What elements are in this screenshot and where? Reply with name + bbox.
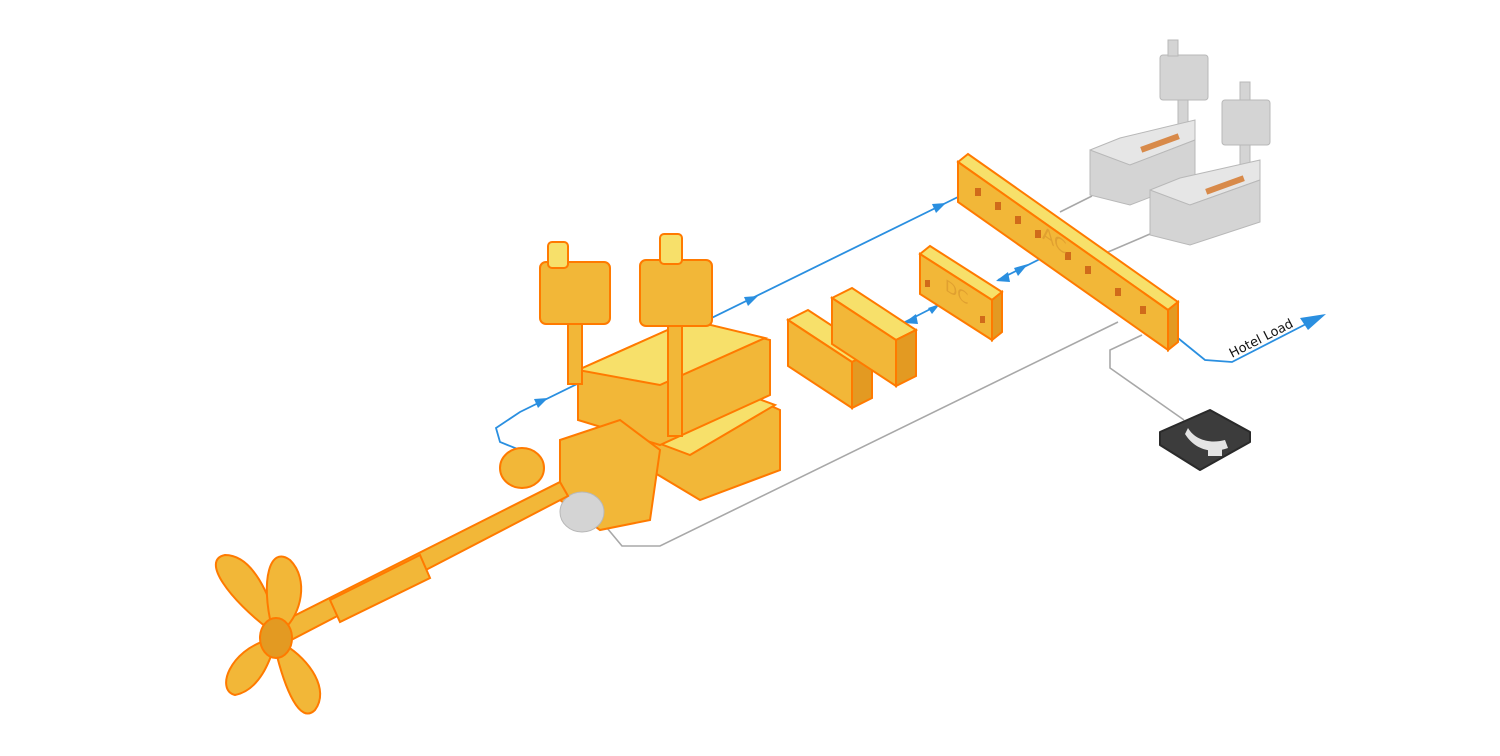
shore-power-plug-icon[interactable]	[1159, 409, 1251, 471]
battery-rack-2	[829, 286, 919, 388]
power-line-hotel-load	[1167, 321, 1311, 363]
arrow-icon	[904, 314, 918, 324]
arrow-icon	[1300, 314, 1326, 330]
arrow-icon	[996, 272, 1010, 282]
arrow-icon	[744, 296, 758, 306]
hotel-load-label: Hotel Load	[1227, 317, 1296, 362]
wires	[601, 195, 1185, 547]
wire-ac-to-shaft-generator	[601, 321, 1119, 547]
arrow-icon	[1014, 264, 1028, 276]
propeller-icon	[214, 553, 322, 715]
power-flow	[494, 195, 1326, 451]
wire-shore-connection	[1109, 334, 1185, 421]
ac-switchboard: AC	[956, 152, 1180, 353]
genset-1	[1089, 39, 1209, 206]
arrow-icon	[932, 203, 946, 213]
shaft-generator	[559, 491, 605, 533]
wire-genset-2	[1107, 233, 1151, 253]
propeller-shaft	[260, 480, 570, 652]
genset-2	[1149, 81, 1271, 246]
dc-converter: DC	[918, 244, 1004, 343]
arrow-icon	[928, 304, 940, 314]
wire-genset-1	[1059, 195, 1093, 213]
arrow-icon	[534, 398, 548, 408]
exhaust-silencers	[539, 233, 713, 437]
